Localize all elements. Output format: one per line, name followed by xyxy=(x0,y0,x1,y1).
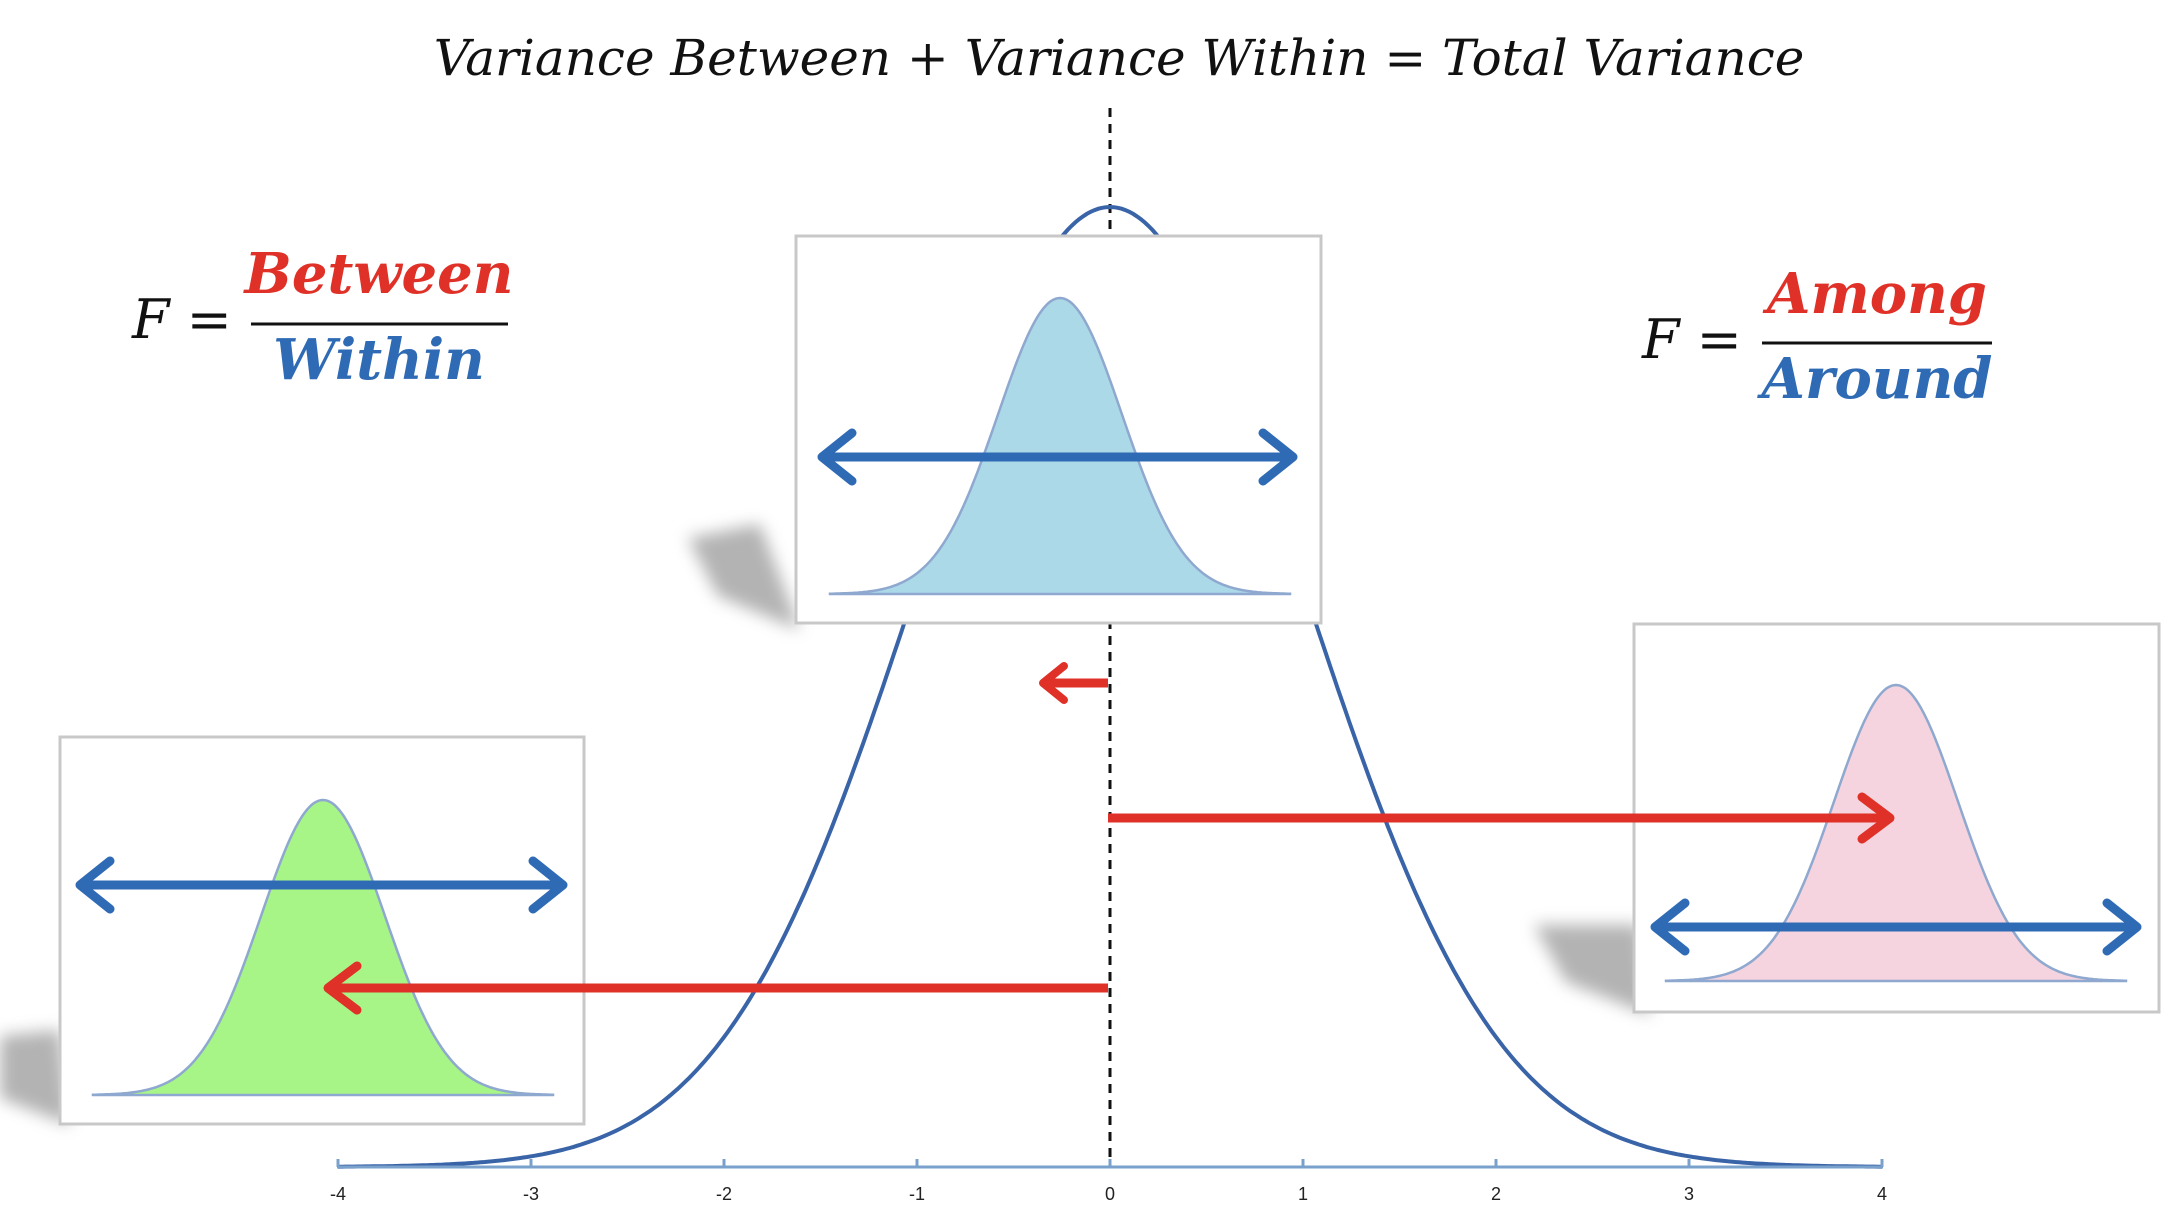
variance-equation: Variance Between + Variance Within = Tot… xyxy=(434,29,1805,87)
center-panel-shadow xyxy=(688,524,800,630)
left-within-arrow xyxy=(75,856,568,914)
x-axis: -4 -3 -2 -1 0 1 2 3 4 xyxy=(330,1159,1887,1204)
left-group-bell xyxy=(91,798,555,1097)
right-group-panel xyxy=(1632,622,2161,1014)
x-axis-tick-label: -2 xyxy=(716,1184,732,1204)
formula-left-denominator: Within xyxy=(273,327,485,393)
center-within-arrow xyxy=(817,428,1298,486)
left-between-arrow xyxy=(323,961,1108,1015)
x-axis-tick-label: 0 xyxy=(1105,1184,1115,1204)
center-between-arrow xyxy=(1039,662,1108,704)
right-panel-shadow xyxy=(1534,925,1650,1015)
formula-left-lhs: F = xyxy=(131,288,232,351)
formula-right-numerator: Among xyxy=(1762,261,1987,327)
left-panel-shadow xyxy=(0,1030,70,1125)
left-group-panel xyxy=(58,735,586,1126)
formula-right-lhs: F = xyxy=(1641,308,1742,371)
f-formula-between-within: F = Between Within xyxy=(131,241,514,393)
x-axis-tick-label: -4 xyxy=(330,1184,346,1204)
center-group-bell xyxy=(828,296,1292,596)
x-axis-tick-label: -3 xyxy=(523,1184,539,1204)
x-axis-tick-label: 4 xyxy=(1877,1184,1887,1204)
f-formula-among-around: F = Among Around xyxy=(1641,261,1992,412)
formula-left-numerator: Between xyxy=(242,241,513,307)
x-axis-tick-label: -1 xyxy=(909,1184,925,1204)
right-between-arrow xyxy=(1108,792,1895,844)
x-axis-tick-label: 2 xyxy=(1491,1184,1501,1204)
center-group-panel xyxy=(794,234,1323,625)
overall-distribution-curve xyxy=(338,204,1882,1169)
formula-right-denominator: Around xyxy=(1757,346,1993,412)
x-axis-tick-label: 3 xyxy=(1684,1184,1694,1204)
right-within-arrow xyxy=(1650,898,2142,956)
x-axis-tick-label: 1 xyxy=(1298,1184,1308,1204)
right-group-bell xyxy=(1664,683,2128,983)
